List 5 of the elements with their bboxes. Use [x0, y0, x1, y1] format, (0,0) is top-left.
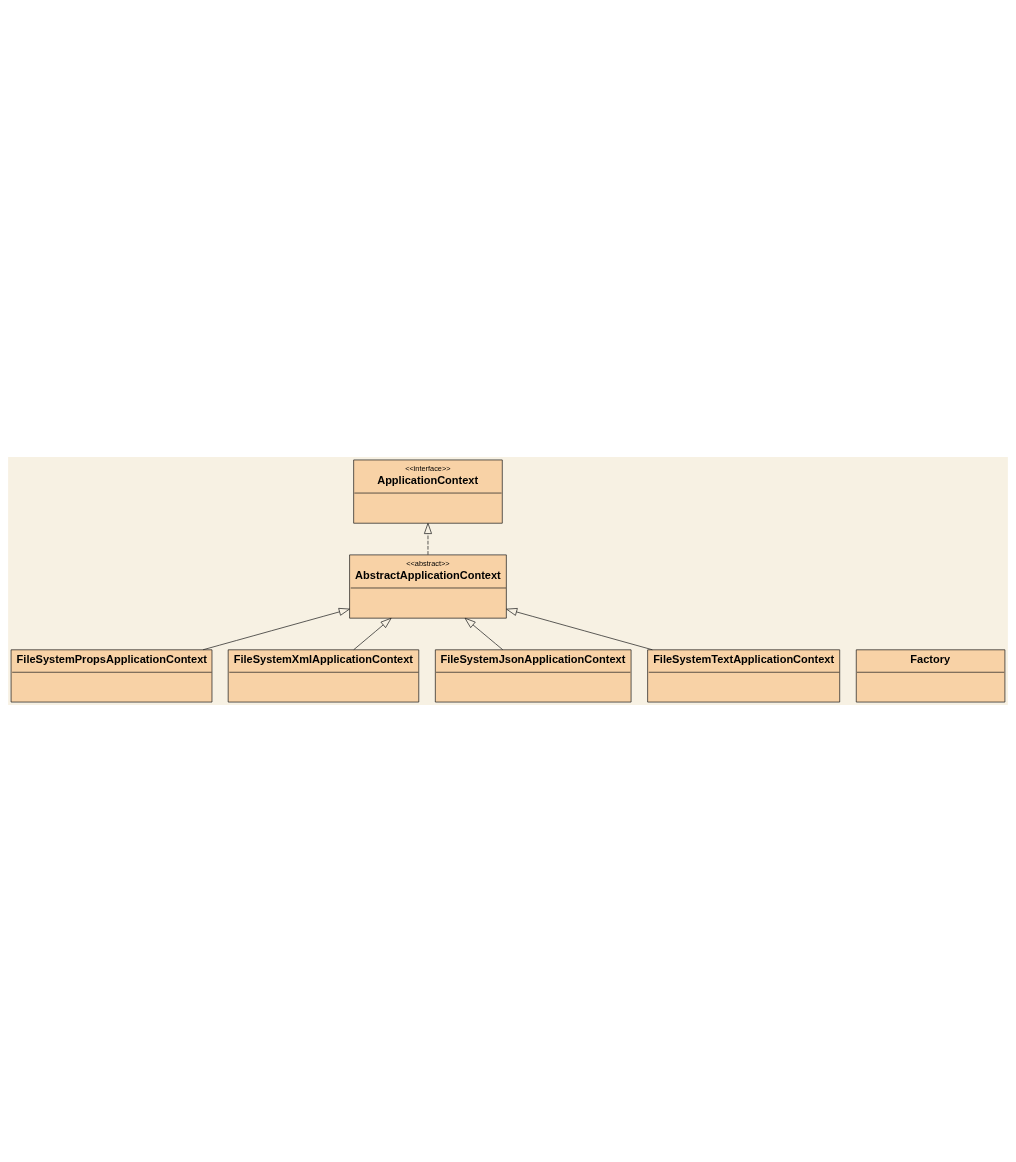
arrow: [464, 617, 504, 651]
arrow: [424, 522, 432, 556]
arrow: [506, 608, 653, 651]
arrow: [202, 608, 350, 651]
arrow: [353, 617, 392, 651]
